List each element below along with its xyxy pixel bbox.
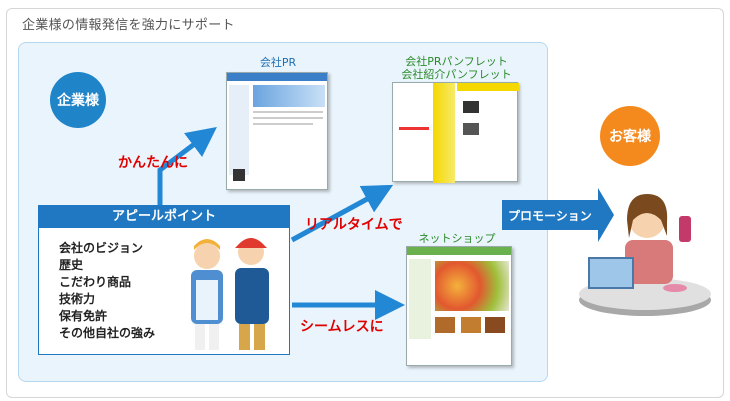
promotion-arrow (502, 188, 614, 242)
appeal-item: 会社のビジョン (59, 241, 144, 255)
arrow-to-pamphlet (290, 184, 394, 243)
customer-illustration (579, 194, 711, 316)
net-shop-screenshot (406, 246, 512, 366)
appeal-item: 保有免許 (59, 309, 108, 323)
company-pr-label: 会社PR (259, 56, 297, 69)
appeal-item: 技術力 (59, 292, 96, 306)
net-shop-label: ネットショップ (418, 232, 496, 245)
staff-illustration (191, 238, 269, 350)
pamphlet-image (392, 82, 519, 183)
page-title: 企業様の情報発信を強力にサポート (22, 18, 235, 33)
phrase-easy: かんたんに (118, 155, 188, 171)
appeal-item: その他自社の強み (59, 326, 156, 340)
appeal-list: 会社のビジョン 歴史 こだわり商品 技術力 保有免許 その他自社の強み (59, 240, 155, 342)
appeal-box: アピールポイント 会社のビジョン 歴史 こだわり商品 技術力 保有免許 その他自… (38, 205, 290, 355)
phrase-seamless: シームレスに (300, 319, 384, 335)
arrow-to-company-pr (157, 126, 217, 205)
appeal-heading: アピールポイント (39, 206, 289, 228)
company-pr-screenshot (226, 72, 328, 190)
promotion-label: プロモーション (508, 209, 592, 223)
company-circle: 企業様 (50, 72, 106, 128)
pamphlet-label-1: 会社PRパンフレット (405, 55, 508, 68)
phrase-realtime: リアルタイムで (305, 217, 403, 233)
appeal-item: こだわり商品 (59, 275, 132, 289)
appeal-item: 歴史 (59, 258, 84, 272)
customer-circle: お客様 (600, 106, 660, 166)
pamphlet-label-2: 会社紹介パンフレット (401, 68, 512, 81)
